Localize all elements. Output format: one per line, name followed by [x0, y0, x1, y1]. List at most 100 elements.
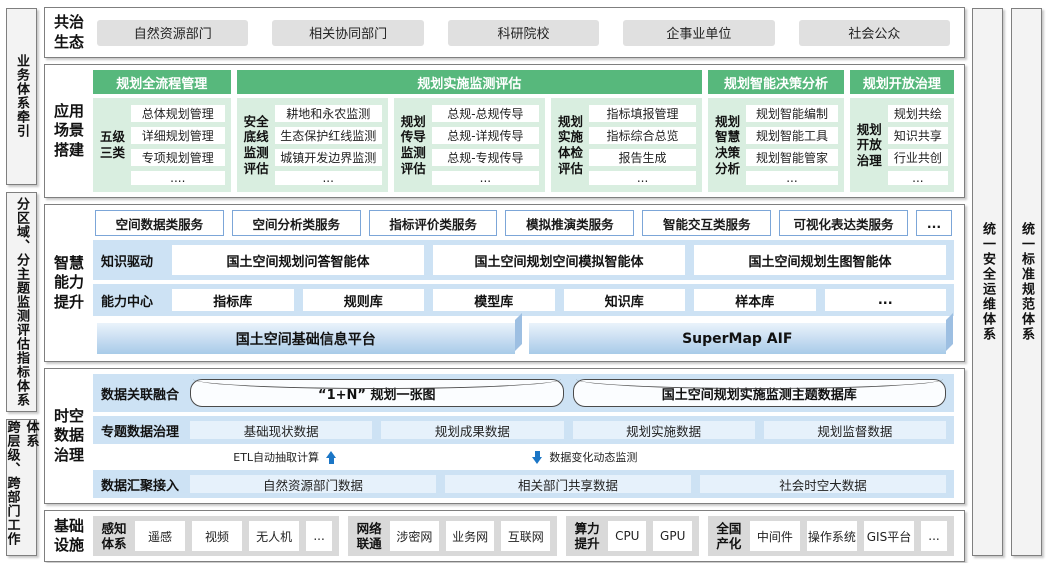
- service-box: 智能交互类服务: [642, 210, 771, 236]
- infra-item: 操作系统: [807, 521, 857, 551]
- scene-panel-label: 规划开放治理: [857, 122, 882, 169]
- data-box: 自然资源部门数据: [190, 475, 436, 493]
- scene-panel-label: 安全底线监测评估: [244, 114, 269, 177]
- access-band: 数据汇聚接入 自然资源部门数据 相关部门共享数据 社会时空大数据: [93, 470, 954, 498]
- infra-item: 互联网: [501, 521, 550, 551]
- stakeholder-chip: 企事业单位: [623, 20, 774, 46]
- section-application-scenes: 应用场景搭建 规划全流程管理 五级三类 总体规划管理 详细规划管理 专项规划管理…: [44, 64, 965, 198]
- infra-item: 视频: [192, 521, 242, 551]
- infra-group-label: 算力提升: [575, 521, 600, 551]
- scene-panel-label: 五级三类: [100, 129, 125, 160]
- scene-item: 总体规划管理: [131, 105, 225, 122]
- right-rail-security-ops: 统一安全运维体系: [972, 8, 1003, 556]
- infra-group-label: 感知体系: [102, 521, 127, 551]
- scene-item: 指标综合总览: [589, 127, 696, 144]
- scene-item: 规划共绘: [888, 105, 948, 122]
- scene-group-header: 规划实施监测评估: [237, 70, 703, 94]
- service-box: 指标评价类服务: [369, 210, 498, 236]
- data-flow-row: ETL自动抽取计算 数据变化动态监测: [93, 448, 954, 466]
- library-box-ellipsis: ...: [825, 289, 947, 311]
- service-box: 空间分析类服务: [232, 210, 361, 236]
- scene-item-ellipsis: ...: [589, 171, 696, 185]
- library-box: 指标库: [172, 289, 294, 311]
- data-box: 规划监督数据: [764, 421, 946, 439]
- library-box: 知识库: [564, 289, 686, 311]
- scene-panel-label: 规划实施体检评估: [558, 114, 583, 177]
- data-box: 基础现状数据: [190, 421, 372, 439]
- service-box: 空间数据类服务: [95, 210, 224, 236]
- scene-item-ellipsis: ...: [275, 171, 382, 185]
- infra-item: 遥感: [135, 521, 185, 551]
- scene-item-ellipsis: ...: [888, 171, 948, 185]
- scene-item-ellipsis: ...: [432, 171, 539, 185]
- section-title-infrastructure: 基础设施: [45, 516, 93, 556]
- stakeholder-chip: 科研院校: [448, 20, 599, 46]
- scene-group-header: 规划智能决策分析: [708, 70, 844, 94]
- infra-item: CPU: [608, 521, 646, 551]
- infra-item: GIS平台: [864, 521, 914, 551]
- scene-panel: 规划传导监测评估 总规-总规传导 总规-详规传导 总规-专规传导 ...: [394, 98, 545, 192]
- scene-group-open-governance: 规划开放治理 规划开放治理 规划共绘 知识共享 行业共创 ...: [850, 70, 954, 192]
- left-rail: 业务体系牵引 分区域、分主题监测评估指标体系 跨层级、跨部门工作体系: [6, 8, 37, 556]
- infra-item: 无人机: [249, 521, 299, 551]
- fusion-band: 数据关联融合 “1+N” 规划一张图 国土空间规划实施监测主题数据库: [93, 374, 954, 412]
- infra-item-ellipsis: ...: [921, 521, 947, 551]
- theme-data-band: 专题数据治理 基础现状数据 规划成果数据 规划实施数据 规划监督数据: [93, 416, 954, 444]
- scene-item: 规划智能管家: [746, 149, 838, 166]
- database-cylinder-theme-db: 国土空间规划实施监测主题数据库: [573, 379, 947, 407]
- scene-item: 生态保护红线监测: [275, 127, 382, 144]
- infra-item: GPU: [653, 521, 691, 551]
- database-cylinder-one-map: “1+N” 规划一张图: [190, 379, 564, 407]
- infra-group-domestic: 全国产化 中间件 操作系统 GIS平台 ...: [708, 516, 954, 556]
- scene-item: 指标填报管理: [589, 105, 696, 122]
- section-title-data-governance: 时空数据治理: [45, 374, 93, 498]
- infra-group-label: 网络联通: [357, 521, 382, 551]
- section-data-governance: 时空数据治理 数据关联融合 “1+N” 规划一张图 国土空间规划实施监测主题数据…: [44, 368, 965, 504]
- platform-slab-supermap-aif: SuperMap AIF: [529, 323, 947, 354]
- section-co-governance: 共治生态 自然资源部门 相关协同部门 科研院校 企事业单位 社会公众: [44, 7, 965, 58]
- scene-group-header: 规划开放治理: [850, 70, 954, 94]
- scene-group-header: 规划全流程管理: [93, 70, 231, 94]
- right-rail: 统一安全运维体系 统一标准规范体系: [972, 8, 1042, 556]
- service-box: 可视化表达类服务: [779, 210, 908, 236]
- scene-item: 详细规划管理: [131, 127, 225, 144]
- infra-group-label: 全国产化: [716, 521, 741, 551]
- infra-group-perception: 感知体系 遥感 视频 无人机 ...: [93, 516, 339, 556]
- agent-box: 国土空间规划问答智能体: [172, 245, 424, 275]
- capability-band: 能力中心 指标库 规则库 模型库 知识库 样本库 ...: [93, 284, 954, 316]
- scene-panel: 规划实施体检评估 指标填报管理 指标综合总览 报告生成 ...: [551, 98, 702, 192]
- scene-panel: 规划智慧决策分析 规划智能编制 规划智能工具 规划智能管家 ...: [708, 98, 844, 192]
- service-box: 模拟推演类服务: [505, 210, 634, 236]
- infra-item: 业务网: [446, 521, 495, 551]
- library-box: 规则库: [303, 289, 425, 311]
- co-governance-row: 自然资源部门 相关协同部门 科研院校 企事业单位 社会公众: [93, 13, 954, 52]
- infra-item: 中间件: [750, 521, 800, 551]
- theme-band-label: 专题数据治理: [101, 421, 181, 440]
- library-box: 模型库: [433, 289, 555, 311]
- scene-group-monitoring-evaluation: 规划实施监测评估 安全底线监测评估 耕地和永农监测 生态保护红线监测 城镇开发边…: [237, 70, 703, 192]
- knowledge-band: 知识驱动 国土空间规划问答智能体 国土空间规划空间模拟智能体 国土空间规划生图智…: [93, 240, 954, 280]
- scene-group-smart-decision: 规划智能决策分析 规划智慧决策分析 规划智能编制 规划智能工具 规划智能管家 .…: [708, 70, 844, 192]
- data-box: 社会时空大数据: [700, 475, 946, 493]
- data-box: 规划实施数据: [573, 421, 755, 439]
- infra-item-ellipsis: ...: [306, 521, 332, 551]
- scene-panel-label: 规划传导监测评估: [401, 114, 426, 177]
- scene-item-ellipsis: ....: [131, 171, 225, 185]
- scene-panel: 安全底线监测评估 耕地和永农监测 生态保护红线监测 城镇开发边界监测 ...: [237, 98, 388, 192]
- scene-item: 城镇开发边界监测: [275, 149, 382, 166]
- section-title-application-scenes: 应用场景搭建: [45, 70, 93, 192]
- scene-item: 总规-总规传导: [432, 105, 539, 122]
- section-smart-capability: 智慧能力提升 空间数据类服务 空间分析类服务 指标评价类服务 模拟推演类服务 智…: [44, 204, 965, 362]
- platform-row: 国土空间基础信息平台 SuperMap AIF: [93, 320, 954, 356]
- section-title-co-governance: 共治生态: [45, 13, 93, 52]
- scene-panel-label: 规划智慧决策分析: [715, 114, 740, 177]
- capability-band-label: 能力中心: [101, 291, 163, 310]
- fusion-band-label: 数据关联融合: [101, 384, 181, 403]
- scene-panel: 五级三类 总体规划管理 详细规划管理 专项规划管理 ....: [93, 98, 231, 192]
- scene-item: 行业共创: [888, 149, 948, 166]
- platform-slab-base-info: 国土空间基础信息平台: [97, 323, 515, 354]
- left-rail-item-business-system: 业务体系牵引: [6, 8, 37, 185]
- stakeholder-chip: 自然资源部门: [97, 20, 248, 46]
- agent-box: 国土空间规划空间模拟智能体: [433, 245, 685, 275]
